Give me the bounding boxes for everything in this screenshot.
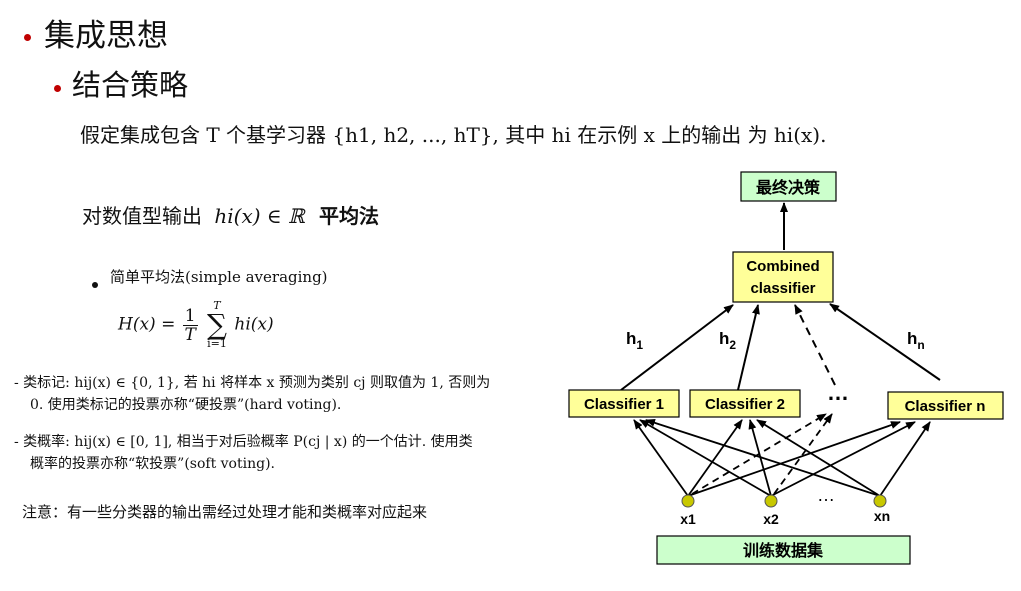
soft-voting-line2: 概率的投票亦称“软投票”(soft voting). [30, 456, 275, 472]
arrow-h2 [737, 304, 760, 391]
hard-voting-line1: - 类标记: hij(x) ∈ {0, 1}, 若 hi 将样本 x 预测为类别… [14, 375, 491, 391]
sum-lower: i=1 [207, 337, 227, 350]
classifier-n-box [887, 391, 1004, 420]
classifier-n-label: Classifier n [905, 398, 986, 415]
numeric-prefix: 对数值型输出 [82, 204, 202, 228]
simple-averaging-label: 简单平均法(simple averaging) [110, 268, 328, 286]
classifier-ellipsis: … [827, 380, 849, 405]
h-label-1: h1 [626, 329, 643, 352]
classifier-2-box [689, 389, 801, 418]
bullet-marker [24, 26, 31, 45]
formula-rhs: hi(x) [234, 314, 274, 335]
summation: T ∑ i=1 [207, 300, 227, 350]
arrow-dashed [794, 304, 836, 386]
bullet-marker [54, 77, 61, 96]
classifier-2-label: Classifier 2 [705, 396, 785, 413]
h-label-n: hn [907, 329, 925, 352]
combined-label-line1: Combined [746, 258, 819, 275]
classifier-1-box [568, 389, 680, 418]
training-set-box [656, 535, 911, 565]
soft-voting-paragraph: - 类概率: hij(x) ∈ [0, 1], 相当于对后验概率 P(cj | … [14, 431, 473, 475]
numeric-output-line: 对数值型输出 hi(x) ∈ ℝ 平均法 [82, 200, 379, 229]
input-node-x1 [681, 494, 695, 508]
averaging-method: 平均法 [319, 204, 380, 228]
h-label-2: h2 [719, 329, 736, 352]
sum-upper: T [213, 299, 221, 312]
numeric-math: hi(x) ∈ ℝ [214, 204, 305, 228]
intro-text: 假定集成包含 T 个基学习器 {h1, h2, ..., hT}, 其中 hi … [80, 123, 827, 147]
heading-ensemble-idea: 集成思想 [44, 18, 168, 54]
training-set-label: 训练数据集 [743, 541, 824, 560]
sum-symbol: ∑ [206, 308, 227, 341]
fraction-denominator: T [184, 324, 196, 345]
input-arrows-dashed [691, 413, 833, 495]
final-decision-label: 最终决策 [756, 178, 821, 197]
hard-voting-line2: 0. 使用类标记的投票亦称“硬投票”(hard voting). [30, 397, 342, 413]
arrow-h1 [620, 304, 734, 391]
fraction-numerator: 1 [182, 305, 198, 326]
soft-voting-line1: - 类概率: hij(x) ∈ [0, 1], 相当于对后验概率 P(cj | … [14, 434, 473, 450]
arrow-hn [829, 303, 941, 381]
combined-classifier-box [732, 251, 834, 303]
fraction: 1 T [182, 305, 198, 345]
note-text: 注意：有一些分类器的输出需经过处理才能和类概率对应起来 [22, 503, 428, 521]
input-arrows [633, 418, 931, 497]
input-node-xn [873, 494, 887, 508]
input-label-xn: xn [874, 508, 890, 524]
input-label-x1: x1 [680, 511, 696, 527]
input-ellipsis: … [817, 485, 835, 505]
bullet-marker [92, 273, 98, 292]
formula-lhs: H(x) = [118, 314, 176, 335]
heading-combination-strategy: 结合策略 [72, 68, 189, 102]
hard-voting-paragraph: - 类标记: hij(x) ∈ {0, 1}, 若 hi 将样本 x 预测为类别… [14, 372, 490, 416]
final-decision-box [740, 171, 837, 202]
classifier-1-label: Classifier 1 [584, 396, 664, 413]
combined-label-line2: classifier [750, 280, 815, 297]
input-label-x2: x2 [763, 511, 779, 527]
input-node-x2 [764, 494, 778, 508]
averaging-formula: H(x) = 1 T T ∑ i=1 hi(x) [118, 300, 274, 350]
